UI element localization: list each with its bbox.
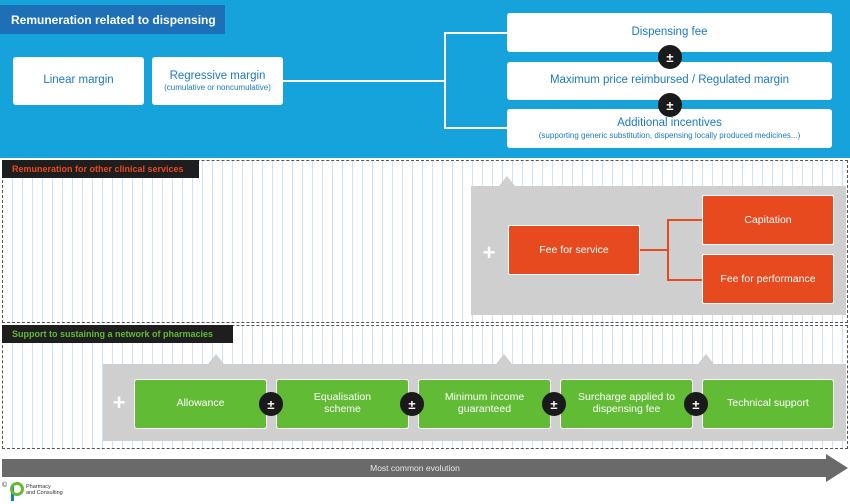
connector-line xyxy=(667,219,669,281)
capitation-box: Capitation xyxy=(702,195,834,245)
connector-line xyxy=(283,80,445,82)
linear-margin-label: Linear margin xyxy=(43,74,114,87)
clinical-section-title-text: Remuneration for other clinical services xyxy=(12,164,184,174)
evolution-arrow-label: Most common evolution xyxy=(370,463,460,473)
connector-line xyxy=(444,127,508,129)
connector-line xyxy=(444,32,508,34)
pointer-triangle xyxy=(496,354,512,364)
fee-for-service-label: Fee for service xyxy=(539,244,609,256)
connector-line xyxy=(667,279,702,281)
plus-minus-icon: ± xyxy=(684,392,708,416)
copyright-symbol: © xyxy=(2,482,8,489)
allowance-box: Allowance xyxy=(134,379,267,429)
dispensing-fee-label: Dispensing fee xyxy=(631,25,708,38)
additional-incentives-note: (supporting generic substitution, dispen… xyxy=(538,130,801,140)
plus-minus-icon: ± xyxy=(542,392,566,416)
logo-text-line2: and Consulting xyxy=(26,490,63,497)
plus-icon: + xyxy=(112,390,126,415)
minimum-income-label: Minimum income guaranteed xyxy=(444,391,525,415)
pointer-triangle xyxy=(698,354,714,364)
additional-incentives-label: Additional incentives xyxy=(617,117,722,130)
evolution-arrow xyxy=(2,454,848,482)
regressive-margin-box: Regressive margin (cumulative or noncumu… xyxy=(152,57,283,105)
technical-support-label: Technical support xyxy=(727,397,809,410)
plus-icon: + xyxy=(482,240,496,265)
regressive-margin-note: (cumulative or noncumulative) xyxy=(164,83,271,93)
plus-minus-icon: ± xyxy=(658,93,682,117)
pointer-triangle xyxy=(499,176,515,186)
surcharge-label: Surcharge applied to dispensing fee xyxy=(578,391,675,415)
plus-minus-icon: ± xyxy=(259,392,283,416)
connector-line xyxy=(667,219,702,221)
logo-text-line1: Pharmacy xyxy=(26,484,51,490)
fee-for-performance-box: Fee for performance xyxy=(702,254,834,304)
capitation-label: Capitation xyxy=(744,214,792,226)
connector-line xyxy=(640,249,668,251)
surcharge-box: Surcharge applied to dispensing fee xyxy=(560,379,693,429)
logo-text: Pharmacy and Consulting xyxy=(26,484,63,497)
plus-minus-icon: ± xyxy=(400,392,424,416)
minimum-income-box: Minimum income guaranteed xyxy=(418,379,551,429)
pointer-triangle xyxy=(208,354,224,364)
network-section-title-text: Support to sustaining a network of pharm… xyxy=(12,329,214,339)
regressive-margin-label: Regressive margin xyxy=(169,69,266,82)
dispensing-section-title: Remuneration related to dispensing xyxy=(0,5,225,34)
allowance-label: Allowance xyxy=(176,397,225,410)
equalisation-scheme-box: Equalisation scheme xyxy=(276,379,409,429)
pharmacy-logo-icon xyxy=(10,482,24,501)
network-section-title: Support to sustaining a network of pharm… xyxy=(2,325,233,343)
fee-for-performance-label: Fee for performance xyxy=(720,273,816,285)
linear-margin-box: Linear margin xyxy=(13,57,144,105)
fee-for-service-box: Fee for service xyxy=(508,225,640,275)
technical-support-box: Technical support xyxy=(702,379,834,429)
max-price-label: Maximum price reimbursed / Regulated mar… xyxy=(549,74,790,87)
connector-line xyxy=(444,32,446,129)
clinical-section-title: Remuneration for other clinical services xyxy=(2,160,199,178)
plus-minus-icon: ± xyxy=(658,45,682,69)
equalisation-scheme-label: Equalisation scheme xyxy=(313,391,372,415)
